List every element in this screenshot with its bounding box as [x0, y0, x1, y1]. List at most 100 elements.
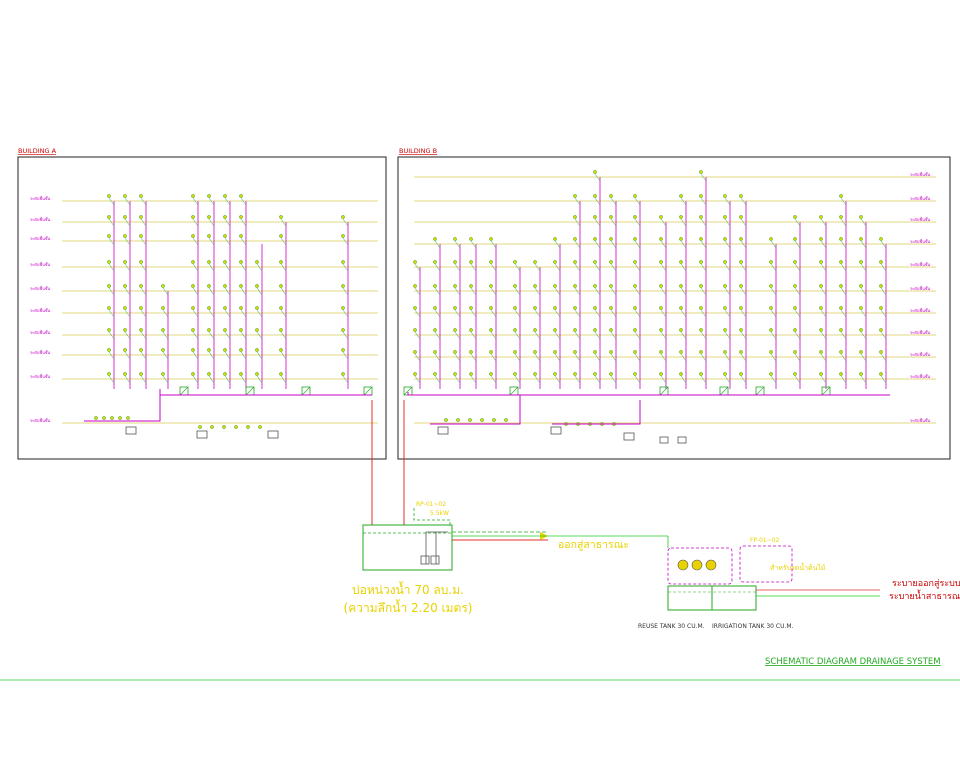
fixture-branch: [280, 237, 287, 246]
fixture-branch: [794, 218, 801, 227]
fixture-symbol: [239, 215, 243, 219]
fixture-branch: [610, 309, 617, 318]
fixture-branch: [434, 331, 441, 340]
fixture-symbol: [739, 237, 743, 241]
fixture-symbol: [769, 306, 773, 310]
outlet-label-line1: ระบายออกสู่ระบบ: [892, 579, 960, 589]
fixture-symbol: [207, 260, 211, 264]
fixture-symbol: [879, 260, 883, 264]
fixture-symbol: [489, 237, 493, 241]
reuse-tank: [667, 585, 713, 611]
fixture-symbol: [819, 237, 823, 241]
fixture-branch: [574, 375, 581, 384]
fixture-symbol: [413, 306, 417, 310]
building-a-label: BUILDING A: [18, 147, 57, 155]
fixture-symbol: [161, 372, 165, 376]
fixture-branch: [280, 309, 287, 318]
fixture-branch: [610, 240, 617, 249]
fixture-symbol: [633, 215, 637, 219]
fixture-symbol: [769, 284, 773, 288]
fixture-branch: [700, 309, 707, 318]
fixture-symbol: [456, 418, 460, 422]
irrigation-note: สำหรับรดน้ำต้นไม้: [770, 561, 826, 572]
fixture-branch: [660, 240, 667, 249]
fixture-symbol: [609, 350, 613, 354]
fixture-symbol: [593, 194, 597, 198]
fixture-branch: [108, 287, 115, 296]
fixture-branch: [124, 331, 131, 340]
building-b-collector-pipe: [407, 392, 890, 396]
fixture-branch: [434, 375, 441, 384]
fixture-branch: [634, 218, 641, 227]
fixture-symbol: [793, 306, 797, 310]
fixture-symbol: [699, 350, 703, 354]
chamber-diagonal: [245, 386, 255, 396]
fixture-symbol: [573, 306, 577, 310]
fixture-symbol: [223, 234, 227, 238]
fixture-symbol: [859, 306, 863, 310]
fixture-symbol: [859, 237, 863, 241]
fixture-branch: [880, 375, 887, 384]
building-b-floor-lines: ระดับพื้นชั้นระดับพื้นชั้นระดับพื้นชั้นร…: [414, 170, 936, 424]
fixture-symbol: [139, 306, 143, 310]
fixture-branch: [574, 287, 581, 296]
fixture-symbol: [102, 416, 106, 420]
fixture-symbol: [609, 215, 613, 219]
fixture-branch: [454, 375, 461, 384]
fixture-branch: [108, 218, 115, 227]
fixture-branch: [840, 331, 847, 340]
fixture-symbol: [723, 237, 727, 241]
fixture-symbol: [341, 328, 345, 332]
fixture-symbol: [609, 260, 613, 264]
fixture-symbol: [609, 306, 613, 310]
fixture-symbol: [739, 284, 743, 288]
fixture-branch: [554, 353, 561, 362]
fixture-symbol: [723, 306, 727, 310]
fixture-branch: [860, 309, 867, 318]
fixture-symbol: [492, 418, 496, 422]
fixture-branch: [610, 331, 617, 340]
fixture-branch: [594, 331, 601, 340]
fixture-symbol: [239, 260, 243, 264]
fixture-branch: [880, 353, 887, 362]
fixture-branch: [634, 353, 641, 362]
fixture-branch: [140, 218, 147, 227]
fixture-symbol: [433, 260, 437, 264]
fixture-branch: [880, 240, 887, 249]
fixture-symbol: [679, 284, 683, 288]
fixture-symbol: [679, 194, 683, 198]
fixture-symbol: [191, 372, 195, 376]
fixture-branch: [860, 240, 867, 249]
fixture-branch: [470, 287, 477, 296]
fixture-symbol: [433, 328, 437, 332]
fixture-branch: [256, 375, 263, 384]
fixture-branch: [740, 331, 747, 340]
fixture-branch: [224, 331, 231, 340]
fixture-symbol: [433, 306, 437, 310]
fixture-symbol: [633, 372, 637, 376]
fixture-branch: [140, 309, 147, 318]
fixture-symbol: [659, 328, 663, 332]
fp-label: FP-01~02: [750, 537, 780, 544]
chamber-diagonal: [301, 386, 311, 396]
fixture-symbol: [207, 194, 211, 198]
fixture-symbol: [793, 328, 797, 332]
fixture-symbol: [513, 328, 517, 332]
fixture-symbol: [593, 215, 597, 219]
fixture-symbol: [839, 260, 843, 264]
floor-tag: ระดับพื้นชั้น: [910, 260, 931, 267]
fixture-symbol: [480, 418, 484, 422]
fixture-branch: [256, 331, 263, 340]
fixture-branch: [124, 263, 131, 272]
fixture-symbol: [633, 328, 637, 332]
fixture-symbol: [279, 284, 283, 288]
fixture-branch: [414, 331, 421, 340]
fixture-branch: [740, 309, 747, 318]
fixture-symbol: [255, 372, 259, 376]
fixture-symbol: [469, 372, 473, 376]
public-outlet-label: ออกสู่สาธารณะ: [558, 539, 629, 551]
fixture-symbol: [513, 284, 517, 288]
fixture-branch: [660, 353, 667, 362]
fixture-symbol: [859, 284, 863, 288]
fixture-branch: [490, 309, 497, 318]
